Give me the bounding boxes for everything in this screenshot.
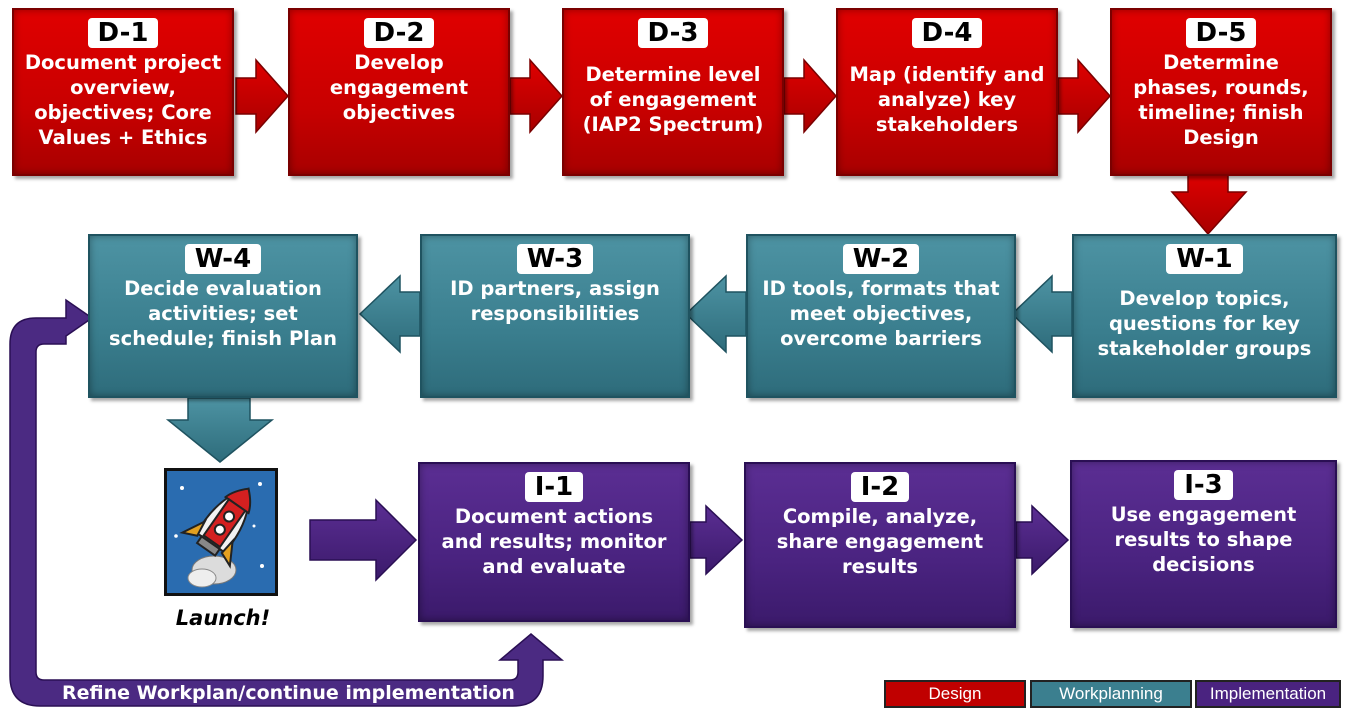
arrow-i2-i3 xyxy=(1015,504,1070,576)
loop-label: Refine Workplan/continue implementation xyxy=(62,682,515,704)
arrow-w4-launch xyxy=(165,397,275,463)
step-id: I-1 xyxy=(524,472,584,502)
arrow-d3-d4 xyxy=(783,58,838,134)
loop-arrow xyxy=(9,298,565,707)
step-id: D-3 xyxy=(637,18,709,48)
launch xyxy=(162,466,280,598)
step-id: D-4 xyxy=(911,18,983,48)
legend-implementation: Implementation xyxy=(1195,680,1341,708)
step-id: W-2 xyxy=(842,244,920,274)
arrow-d4-d5 xyxy=(1057,58,1112,134)
arrow-d5-w1 xyxy=(1170,171,1248,236)
arrow-i1-i2 xyxy=(689,504,744,576)
step-id: D-1 xyxy=(87,18,159,48)
launch-label: Launch! xyxy=(175,606,271,630)
legend-design: Design xyxy=(884,680,1026,708)
step-id: D-5 xyxy=(1185,18,1257,48)
arrow-d1-d2 xyxy=(235,58,290,134)
arrow-w1-w2 xyxy=(1010,274,1073,354)
legend-workplanning: Workplanning xyxy=(1030,680,1192,708)
arrow-w3-w4 xyxy=(358,274,421,354)
arrow-launch-i1 xyxy=(309,498,418,582)
step-id: W-1 xyxy=(1166,244,1243,274)
step-id: I-2 xyxy=(850,472,910,502)
step-id: W-3 xyxy=(516,244,594,274)
rocket-icon xyxy=(164,468,278,596)
step-id: I-3 xyxy=(1174,470,1233,500)
arrow-d2-d3 xyxy=(509,58,564,134)
step-id: W-4 xyxy=(184,244,262,274)
arrow-w2-w3 xyxy=(684,274,747,354)
step-id: D-2 xyxy=(363,18,435,48)
